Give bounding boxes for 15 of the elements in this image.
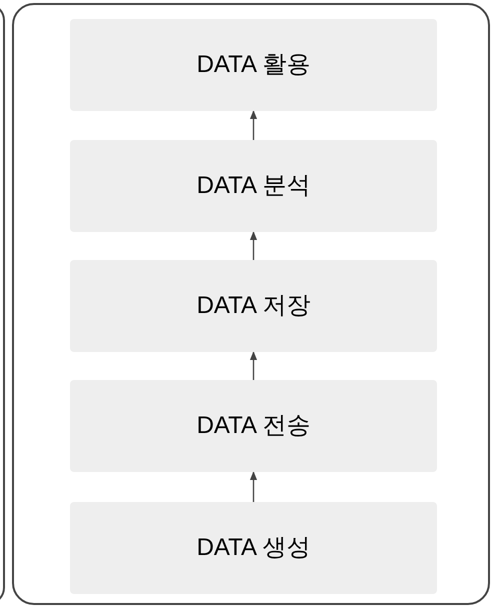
process-box	[70, 260, 437, 352]
box-label: DATA 전송	[196, 411, 310, 441]
container-panel	[12, 3, 490, 605]
box-label: DATA 생성	[196, 533, 310, 563]
process-box	[70, 140, 437, 232]
box-label: DATA 활용	[196, 50, 310, 80]
box-label: DATA 분석	[196, 171, 310, 201]
arrow	[250, 231, 258, 260]
box-label: DATA 저장	[196, 291, 310, 321]
process-box	[70, 19, 437, 111]
arrow	[250, 471, 258, 502]
arrow	[250, 110, 258, 140]
process-box	[70, 502, 437, 594]
process-box	[70, 380, 437, 472]
arrow	[250, 351, 258, 380]
